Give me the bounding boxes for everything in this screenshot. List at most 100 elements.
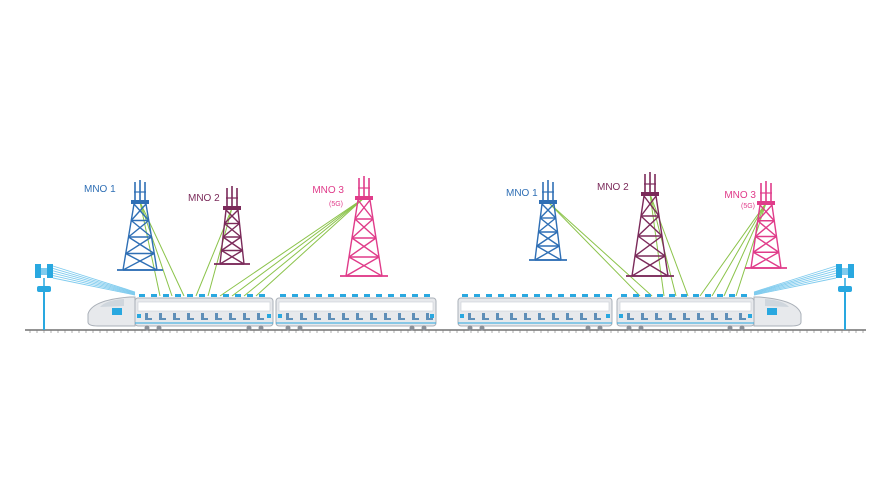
cell-tower-r-mno2: MNO 2 (597, 172, 674, 277)
roof-antenna-icon (400, 294, 406, 297)
roof-antenna-icon (570, 294, 576, 297)
wheel (597, 325, 603, 331)
roof-antenna-icon (211, 294, 217, 297)
car-window-band (619, 301, 752, 312)
radio-link (547, 201, 641, 297)
seat-icon (496, 313, 503, 320)
roof-antenna-icon (223, 294, 229, 297)
roof-antenna-icon (621, 294, 627, 297)
antenna-icon (760, 181, 772, 201)
tower-platform (641, 192, 659, 196)
roof-antenna-icon (364, 294, 370, 297)
roof-antenna-icon (304, 294, 310, 297)
roof-antenna-icon (741, 294, 747, 297)
roof-antenna-icon (462, 294, 468, 297)
roof-antenna-icon (606, 294, 612, 297)
roof-antenna-icon (522, 294, 528, 297)
wheel (739, 325, 745, 331)
roof-antenna-icon (259, 294, 265, 297)
trackside-masts (35, 264, 854, 330)
cell-tower-r-mno1: MNO 1 (506, 180, 567, 261)
cell-tower-l-mno2: MNO 2 (188, 186, 250, 265)
seat-icon (580, 313, 587, 320)
seat-icon (201, 313, 208, 320)
seat-icon (384, 313, 391, 320)
roof-antenna-icon (199, 294, 205, 297)
seat-icon (356, 313, 363, 320)
cab-icon (112, 308, 122, 315)
tower-platform (131, 200, 149, 204)
train-car (457, 294, 613, 331)
roof-antenna-icon (340, 294, 346, 297)
car-window-band (137, 301, 271, 312)
roof-antenna-icon (510, 294, 516, 297)
roof-antenna-icon (352, 294, 358, 297)
roof-antenna-icon (498, 294, 504, 297)
radio-link (219, 197, 365, 297)
seat-icon (669, 313, 676, 320)
seat-icon (342, 313, 349, 320)
tower-sublabel: (5G) (741, 203, 755, 210)
cell-tower-l-mno3: MNO 3 (5G) (312, 176, 388, 277)
roof-antenna-icon (474, 294, 480, 297)
roof-antenna-icon (139, 294, 145, 297)
tower-platform (223, 206, 241, 210)
radio-link (255, 197, 365, 297)
train-right (457, 294, 802, 331)
roof-antenna-icon (328, 294, 334, 297)
radio-link (231, 197, 365, 297)
seat-icon (173, 313, 180, 320)
radio-link (547, 201, 653, 297)
roof-antenna-icon (316, 294, 322, 297)
antenna-icon (134, 180, 146, 200)
roof-antenna-icon (412, 294, 418, 297)
seat-icon (257, 313, 264, 320)
cab-icon (767, 308, 777, 315)
seat-icon (468, 313, 475, 320)
roof-antenna-icon (645, 294, 651, 297)
seat-icon (243, 313, 250, 320)
tower-lattice (345, 199, 383, 277)
roof-antenna-icon (657, 294, 663, 297)
radio-link (139, 201, 161, 297)
radio-link (711, 202, 767, 297)
roof-antenna-icon (376, 294, 382, 297)
door-marker (606, 314, 610, 318)
seat-icon (215, 313, 222, 320)
cell-tower-l-mno1: MNO 1 (84, 180, 163, 271)
seat-icon (145, 313, 152, 320)
tower-label: MNO 3 (312, 185, 344, 196)
roof-antenna-icon (175, 294, 181, 297)
wheel (638, 325, 644, 331)
roof-antenna-icon (729, 294, 735, 297)
seat-icon (159, 313, 166, 320)
roof-antenna-icon (705, 294, 711, 297)
roof-antenna-icon (247, 294, 253, 297)
tower-lattice (750, 204, 782, 269)
seat-icon (683, 313, 690, 320)
antenna-icon (358, 176, 370, 196)
seat-icon (426, 313, 433, 320)
roof-antenna-icon (280, 294, 286, 297)
roof-antenna-icon (633, 294, 639, 297)
tower-sublabel: (5G) (329, 201, 343, 208)
roof-antenna-icon (187, 294, 193, 297)
wheel (246, 325, 252, 331)
mast-right (753, 264, 854, 330)
tower-label: MNO 1 (84, 184, 116, 195)
seat-icon (229, 313, 236, 320)
mast-box (37, 286, 51, 292)
roof-antenna-icon (534, 294, 540, 297)
seat-icon (697, 313, 704, 320)
seat-icon (286, 313, 293, 320)
car-window-band (460, 301, 610, 312)
door-marker (460, 314, 464, 318)
tower-lattice (534, 203, 562, 261)
roof-antenna-icon (558, 294, 564, 297)
door-marker (137, 314, 141, 318)
radio-link (649, 193, 665, 297)
seat-icon (328, 313, 335, 320)
tower-lattice (631, 195, 669, 277)
door-marker (267, 314, 271, 318)
train-left (87, 294, 437, 331)
